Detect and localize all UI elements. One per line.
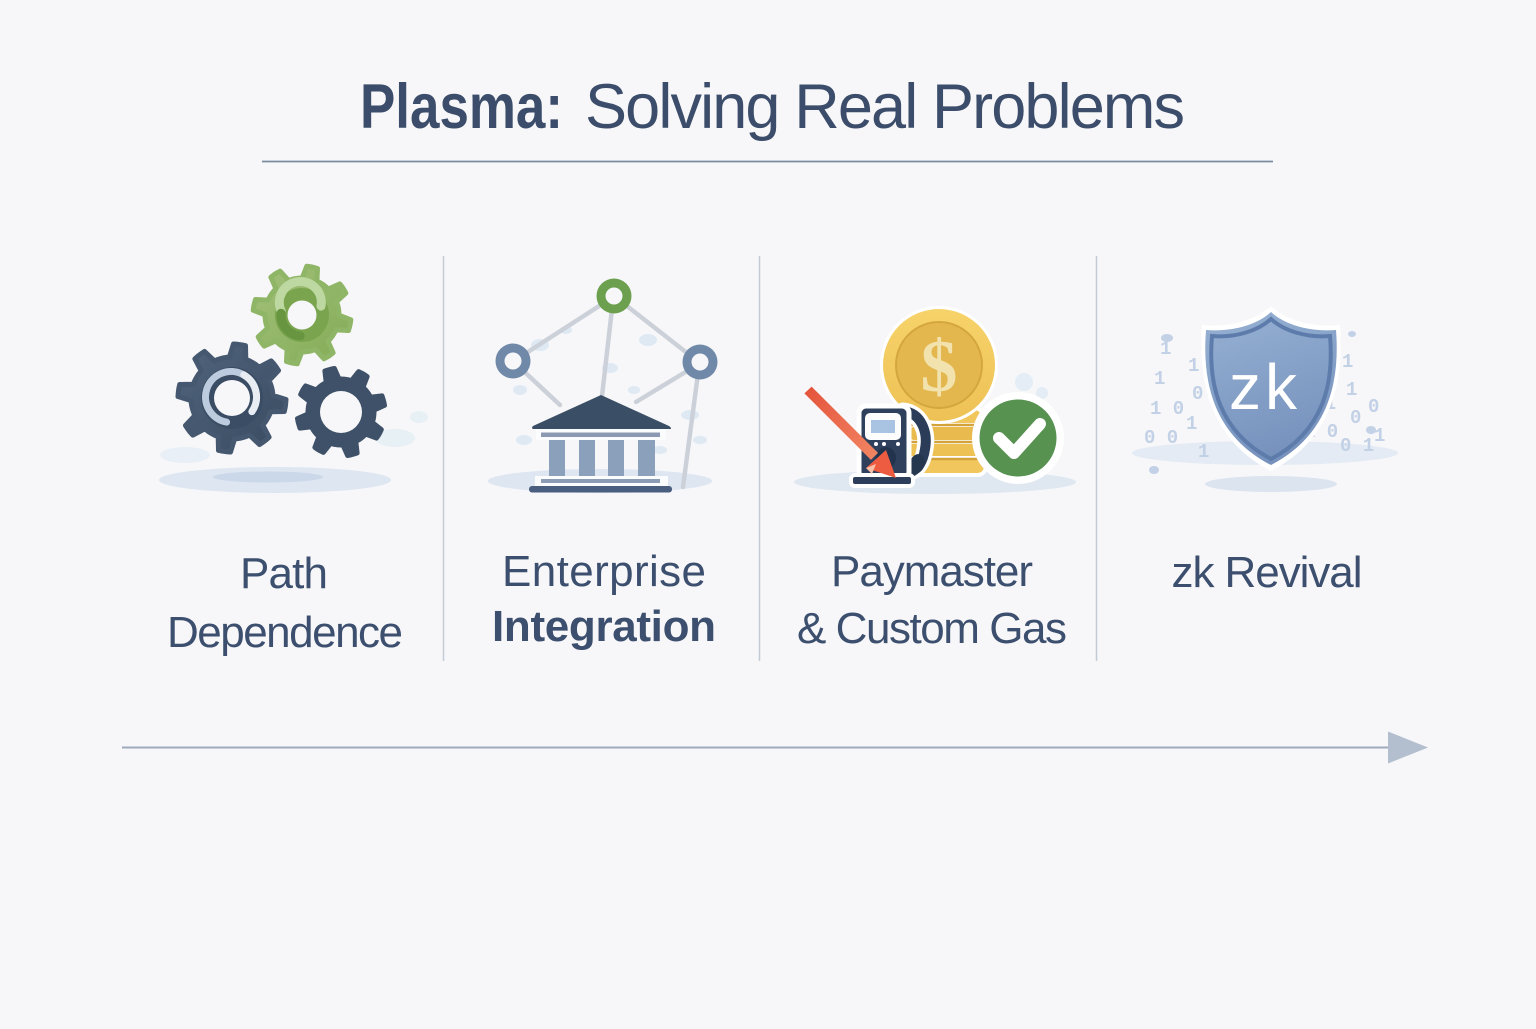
svg-text:Dependence: Dependence — [167, 608, 403, 657]
svg-text:1: 1 — [1160, 338, 1171, 360]
svg-text:Integration: Integration — [492, 602, 716, 651]
svg-text:1: 1 — [1346, 379, 1357, 401]
svg-text:0 1: 0 1 — [1340, 435, 1374, 457]
svg-text:Solving Real Problems: Solving Real Problems — [585, 72, 1185, 142]
svg-text:1: 1 — [1154, 368, 1165, 390]
svg-text:1: 1 — [1186, 413, 1197, 435]
svg-text:$: $ — [921, 326, 958, 408]
svg-text:1: 1 — [1198, 441, 1209, 463]
svg-text:Path: Path — [240, 549, 328, 598]
svg-text:zk: zk — [1229, 351, 1301, 423]
svg-text:Plasma:: Plasma: — [360, 72, 563, 142]
svg-text:Enterprise: Enterprise — [502, 547, 706, 596]
svg-text:1: 1 — [1342, 351, 1353, 373]
svg-text:0: 0 — [1368, 396, 1379, 418]
svg-text:1: 1 — [1188, 355, 1199, 377]
svg-text:0: 0 — [1350, 407, 1361, 429]
svg-text:zk Revival: zk Revival — [1172, 548, 1363, 597]
svg-text:0 0: 0 0 — [1144, 427, 1178, 449]
svg-text:Paymaster: Paymaster — [831, 547, 1033, 596]
svg-text:1: 1 — [1374, 425, 1385, 447]
svg-text:0: 0 — [1192, 383, 1203, 405]
svg-text:1 0: 1 0 — [1150, 398, 1184, 420]
svg-text:& Custom Gas: & Custom Gas — [797, 604, 1067, 653]
